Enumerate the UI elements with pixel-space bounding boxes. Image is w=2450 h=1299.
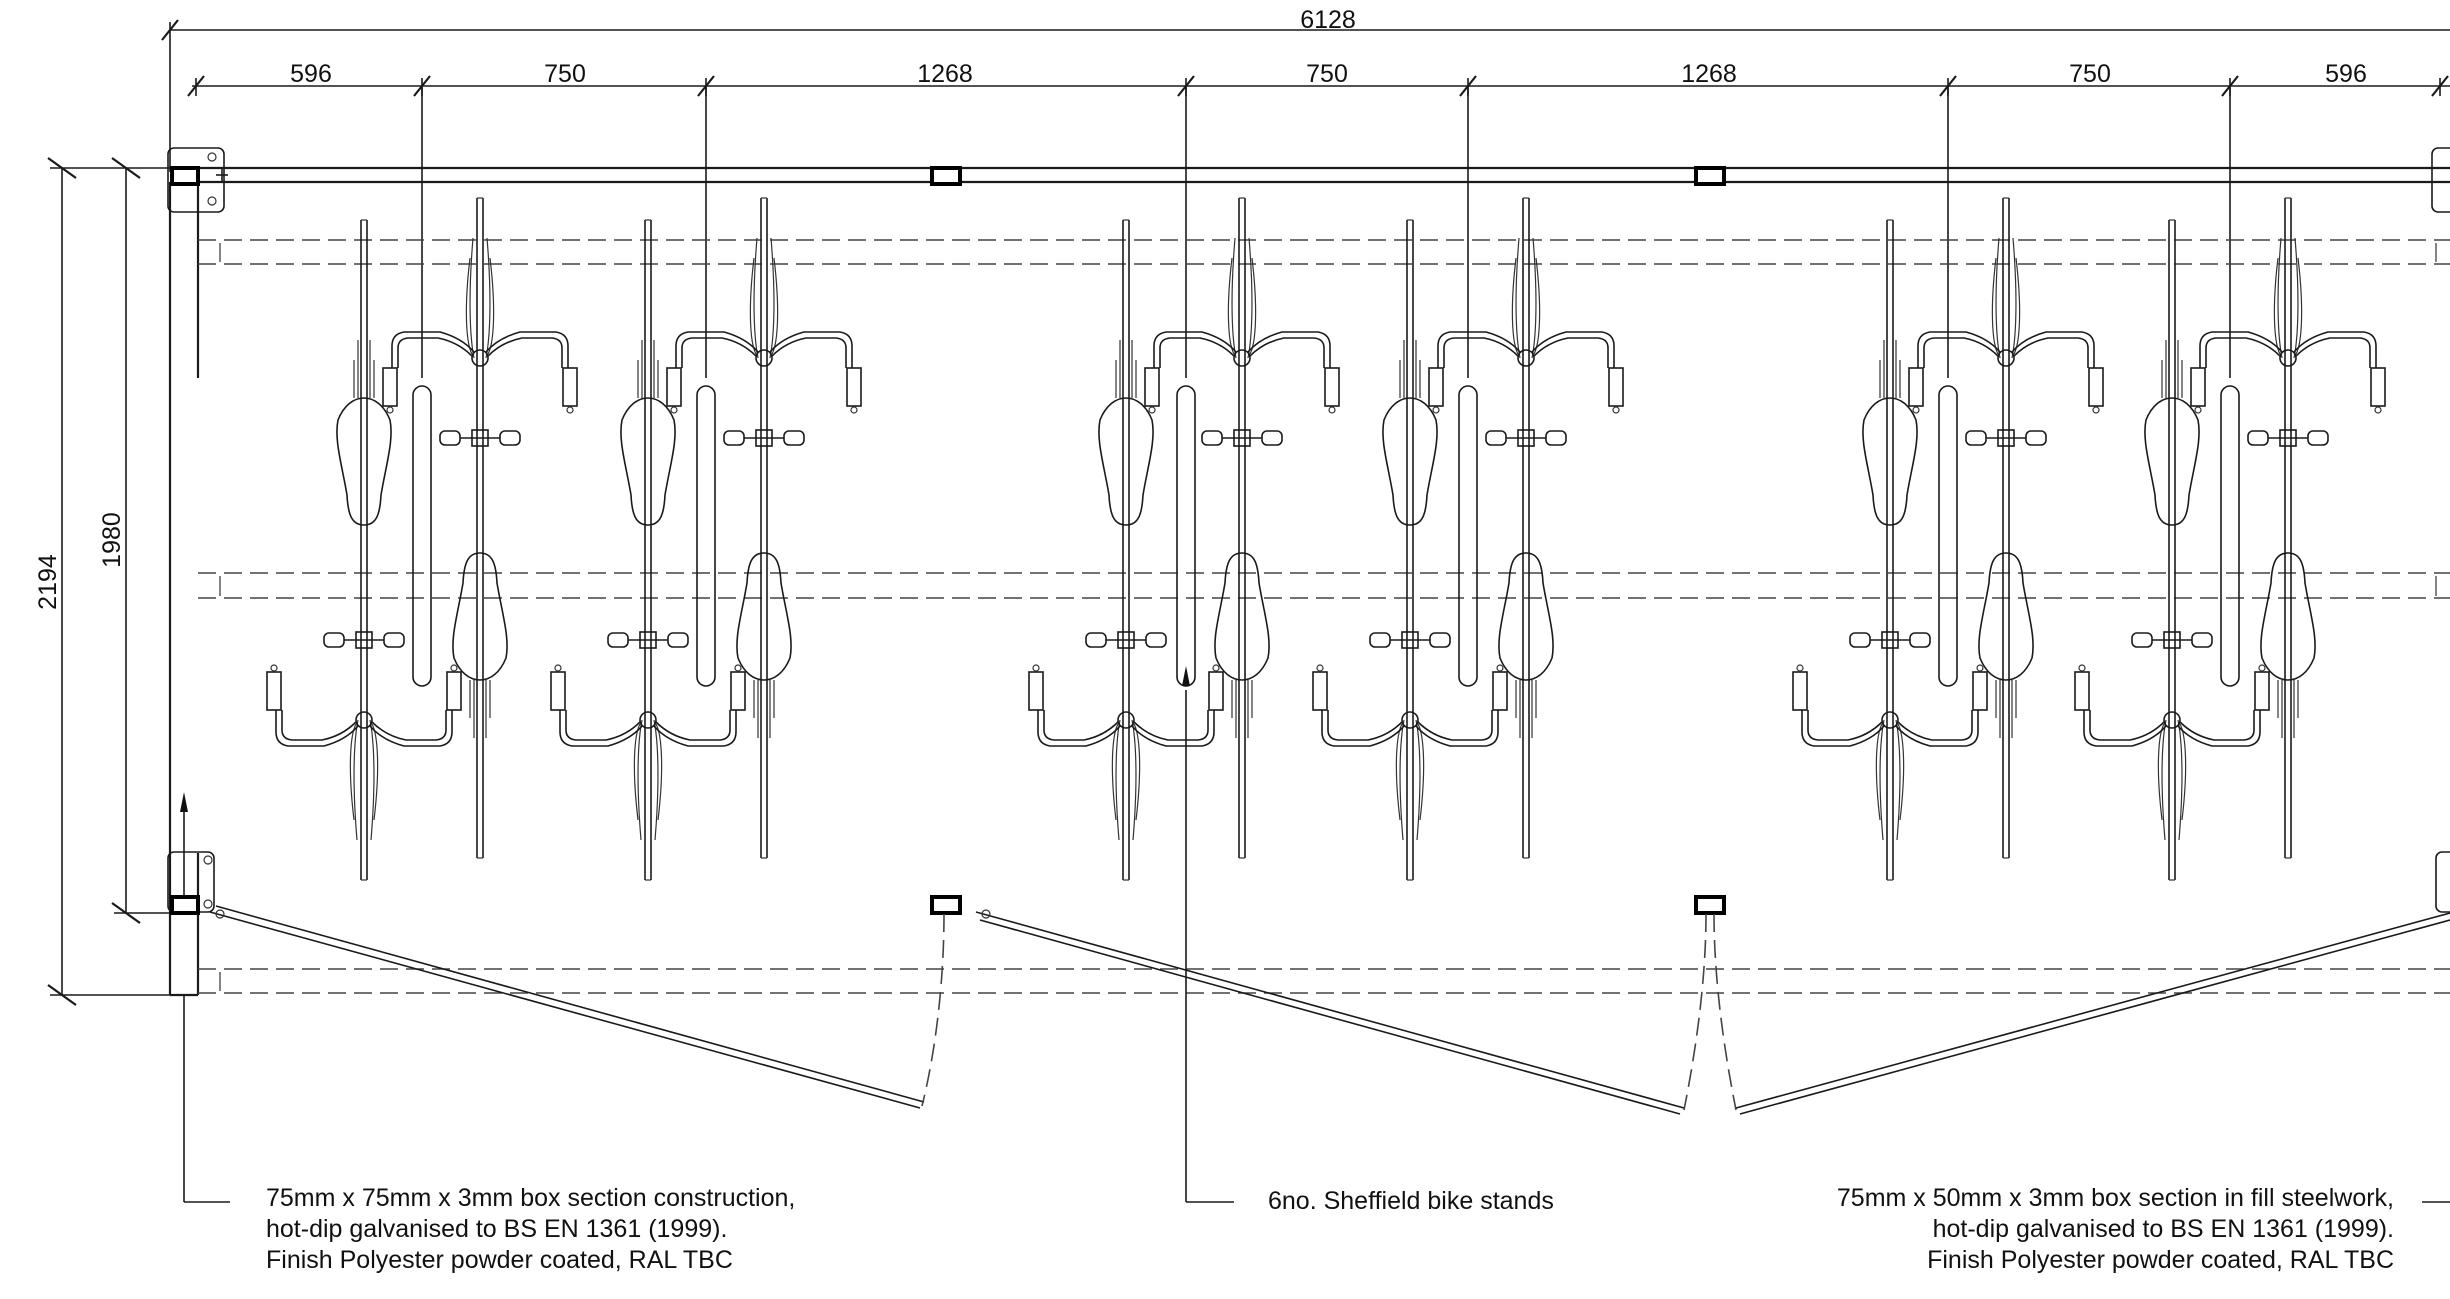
note-center-line-1: 6no. Sheffield bike stands <box>1268 1187 1554 1215</box>
bicycle <box>1313 220 1507 880</box>
note-right-line-1: 75mm x 50mm x 3mm box section in fill st… <box>1836 1184 2394 1212</box>
sheffield-stand <box>1938 385 1958 687</box>
roof-outline-dashed <box>198 239 2450 994</box>
bicycle <box>551 220 745 880</box>
note-left-line-3: Finish Polyester powder coated, RAL TBC <box>266 1246 733 1274</box>
note-right-line-2: hot-dip galvanised to BS EN 1361 (1999). <box>1932 1215 2394 1243</box>
bicycle <box>1428 197 1624 859</box>
dim-segment-3: 1268 <box>917 60 973 88</box>
bicycle <box>382 197 578 859</box>
dim-segment-6: 750 <box>2069 60 2111 88</box>
bicycle <box>666 197 862 859</box>
sheffield-stand <box>412 385 432 687</box>
dim-segment-7: 596 <box>2325 60 2367 88</box>
post-box-section <box>1694 166 1726 186</box>
dim-segment-4: 750 <box>1306 60 1348 88</box>
sheffield-stands <box>412 385 2240 687</box>
dim-segment-1: 596 <box>290 60 332 88</box>
post-box-section <box>930 895 962 915</box>
note-leaders <box>183 666 2450 1203</box>
dim-inner-depth: 1980 <box>98 512 126 568</box>
dimension-row: 596 750 1268 750 1268 750 596 <box>187 60 2450 378</box>
bicycle <box>1793 220 1987 880</box>
post-box-section <box>1694 895 1726 915</box>
gate-swing-lines <box>209 905 2450 1115</box>
sheffield-stand <box>2220 385 2240 687</box>
dimension-overall: 6128 <box>161 6 2450 172</box>
bicycle <box>1144 197 1340 859</box>
sheffield-stand <box>1458 385 1478 687</box>
note-right: 75mm x 50mm x 3mm box section in fill st… <box>1837 1183 2394 1276</box>
sheffield-stand <box>1176 385 1196 687</box>
note-left-line-1: 75mm x 75mm x 3mm box section constructi… <box>266 1184 796 1212</box>
post-box-section <box>170 166 200 186</box>
bicycle <box>2190 197 2386 859</box>
note-right-line-3: Finish Polyester powder coated, RAL TBC <box>1927 1246 2394 1274</box>
post-box-section <box>930 166 962 186</box>
note-center: 6no. Sheffield bike stands <box>1268 1186 1554 1217</box>
bicycle <box>2075 220 2269 880</box>
corner-base-plate <box>167 147 225 213</box>
dimension-depth: 2194 1980 <box>34 157 190 1006</box>
dim-overall-depth: 2194 <box>34 554 62 610</box>
dim-overall-width: 6128 <box>1300 6 1356 34</box>
dim-segment-5: 1268 <box>1681 60 1737 88</box>
sheffield-stand <box>696 385 716 687</box>
bicycle <box>267 220 461 880</box>
post-box-section <box>170 895 200 915</box>
bicycle <box>1029 220 1223 880</box>
shelter-frame <box>167 147 2450 997</box>
note-left-line-2: hot-dip galvanised to BS EN 1361 (1999). <box>266 1215 728 1243</box>
bicycle <box>1908 197 2104 859</box>
note-left: 75mm x 75mm x 3mm box section constructi… <box>266 1183 795 1276</box>
bicycles <box>267 197 2386 880</box>
dim-segment-2: 750 <box>544 60 586 88</box>
